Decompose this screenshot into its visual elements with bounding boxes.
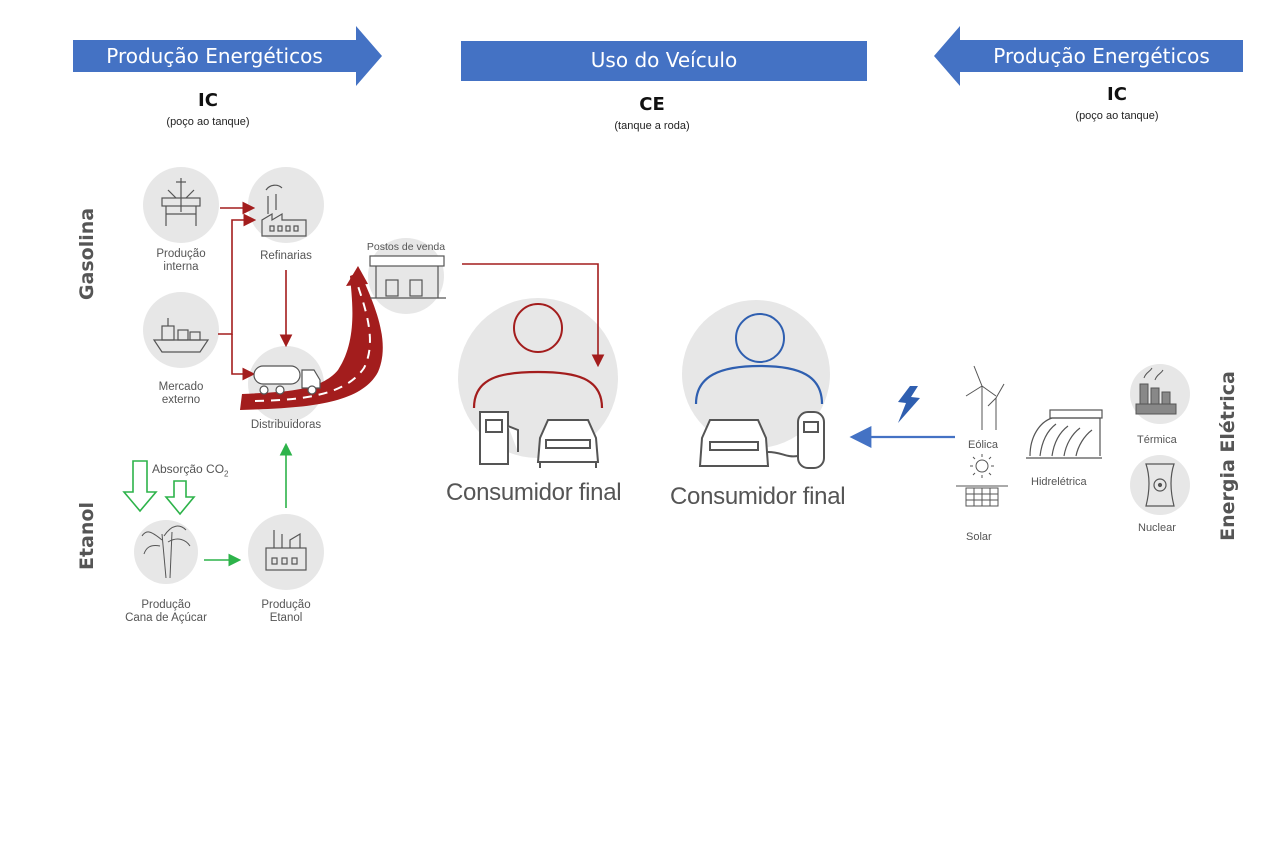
label-nuclear: Nuclear <box>1138 522 1176 534</box>
banner-right-arrow <box>934 26 1243 86</box>
label-hidreletrica: Hidrelétrica <box>1031 476 1087 488</box>
ethanol-plant-icon <box>265 530 307 571</box>
label-termica: Térmica <box>1137 434 1177 446</box>
section-right-code: IC <box>1107 84 1127 105</box>
banner-left-arrow <box>73 26 382 86</box>
sugarcane-icon <box>141 525 191 579</box>
circle-cana <box>134 520 198 584</box>
hydro-dam-icon <box>1026 409 1103 459</box>
circle-refinarias <box>248 167 324 243</box>
arrow-mercado-distrib <box>231 334 256 381</box>
section-right-sub: (poço ao tanque) <box>1075 110 1159 122</box>
label-postos: Postos de venda <box>366 241 446 253</box>
label-distribuidoras: Distribuidoras <box>250 419 322 431</box>
section-left-sub: (poço ao tanque) <box>166 116 250 128</box>
arrow-mercado-bus <box>218 213 257 335</box>
refinery-icon <box>261 184 307 237</box>
co2-arrow-2 <box>164 480 196 516</box>
circle-etanol <box>248 514 324 590</box>
arrow-postos-consumer <box>462 263 605 368</box>
nuclear-icon <box>1145 463 1175 507</box>
oil-platform-icon <box>161 178 201 226</box>
wind-turbine-icon <box>965 365 1005 430</box>
road-arrowhead <box>346 266 368 286</box>
section-center-sub: (tanque a roda) <box>614 120 690 132</box>
side-label-gasolina: Gasolina <box>76 207 98 301</box>
side-label-etanol: Etanol <box>76 502 98 570</box>
tanker-truck-icon <box>253 365 321 395</box>
consumer-combustion-icon <box>472 303 604 468</box>
label-eolica: Eólica <box>968 439 998 451</box>
circle-consumer-electric <box>682 300 830 448</box>
banner-right-label: Produção Energéticos <box>993 44 1210 68</box>
section-center-code: CE <box>639 94 665 115</box>
road-shape <box>240 272 383 410</box>
solar-panel-icon <box>956 454 1008 507</box>
gas-station-icon <box>369 255 446 299</box>
thermal-plant-icon <box>1135 367 1177 415</box>
label-refinarias: Refinarias <box>260 250 312 262</box>
road-dashes <box>254 279 371 402</box>
banner-center <box>461 41 867 81</box>
banner-center-label: Uso do Veículo <box>590 48 738 72</box>
label-absorcao: Absorção CO2 <box>152 462 229 479</box>
consumer-electric-icon <box>694 313 825 469</box>
banner-left-label: Produção Energéticos <box>106 44 323 68</box>
co2-arrow-1 <box>122 460 158 513</box>
side-label-energia: Energia Elétrica <box>1217 371 1239 541</box>
label-solar: Solar <box>966 531 992 543</box>
lightning-icon <box>898 386 920 423</box>
label-consumer-combustion: Consumidor final <box>446 479 622 506</box>
ship-icon <box>152 318 210 353</box>
label-consumer-electric: Consumidor final <box>670 483 846 510</box>
section-left-code: IC <box>198 90 218 111</box>
